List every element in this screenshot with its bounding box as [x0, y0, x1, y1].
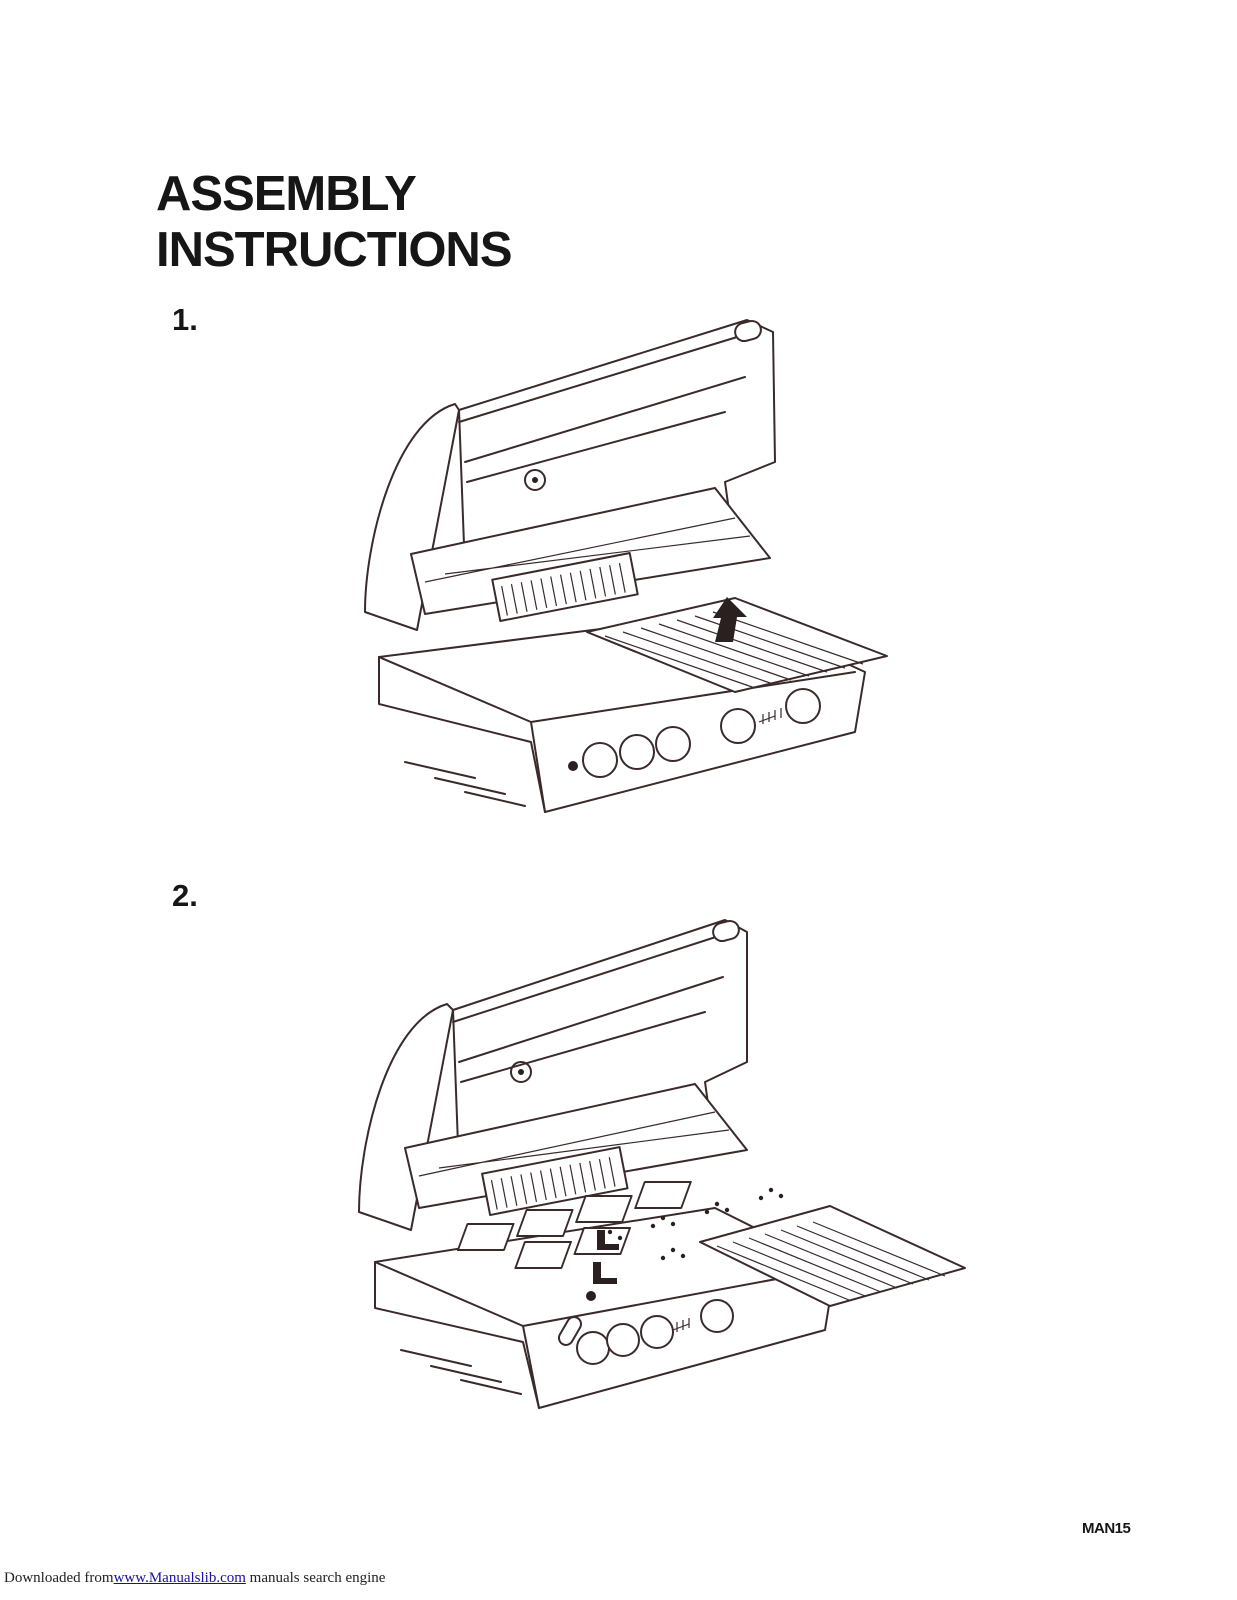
step-1-number: 1.: [172, 302, 198, 337]
step-2-grill-illustration: [355, 912, 970, 1432]
footer-suffix: manuals search engine: [245, 1570, 386, 1586]
page-title: ASSEMBLY INSTRUCTIONS: [156, 166, 512, 278]
download-footer: Downloaded fromwww.Manualslib.com manual…: [4, 1570, 385, 1587]
grill-drawing-remove-grate: [364, 319, 888, 813]
title-line-2: INSTRUCTIONS: [156, 223, 512, 277]
manualslib-link[interactable]: www.Manualslib.com: [113, 1570, 246, 1586]
footer-prefix: Downloaded from: [4, 1570, 114, 1586]
document-code: MAN15: [1082, 1520, 1131, 1537]
step-1-grill-illustration: [355, 312, 895, 842]
grill-drawing-remove-briquette-trays: [358, 919, 966, 1409]
step-2-number: 2.: [172, 878, 198, 913]
title-line-1: ASSEMBLY: [156, 167, 417, 221]
